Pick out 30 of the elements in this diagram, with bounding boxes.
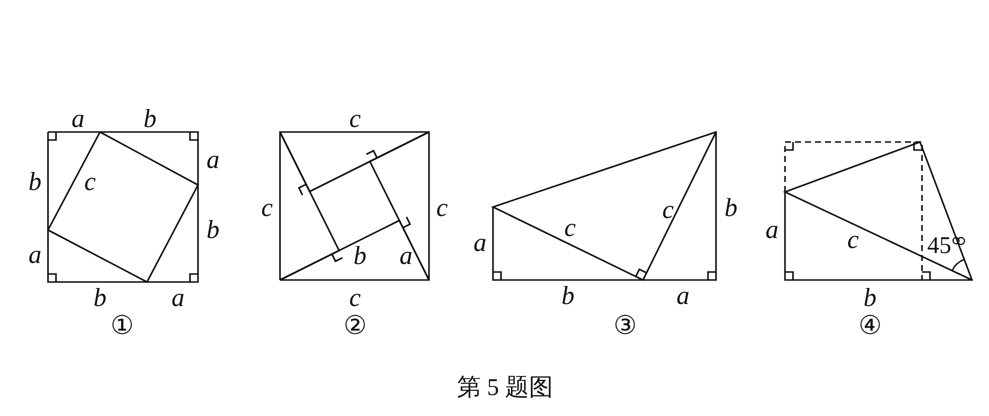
variable-label: c	[84, 169, 96, 195]
figure-number: ③	[614, 313, 636, 339]
figure-number: ②	[344, 313, 366, 339]
variable-label: a	[72, 106, 84, 132]
variable-label: b	[562, 283, 574, 309]
variable-label: c	[261, 195, 273, 221]
variable-label: a	[474, 230, 486, 256]
variable-label: b	[206, 217, 220, 243]
variable-label: b	[864, 285, 876, 311]
variable-label: c	[662, 197, 674, 223]
figure-number: ①	[110, 313, 134, 339]
variable-label: c	[564, 215, 576, 241]
variable-label: c	[436, 195, 448, 221]
figure-number: ④	[858, 313, 882, 339]
variable-label: c	[349, 285, 361, 311]
variable-label: a	[206, 147, 220, 173]
variable-label: c	[847, 227, 859, 253]
variable-label: a	[766, 217, 778, 243]
variable-label: b	[354, 243, 366, 269]
variable-label: b	[28, 169, 42, 195]
variable-label: a	[676, 283, 690, 309]
angle-label: 45°	[927, 234, 961, 258]
variable-label: c	[349, 106, 361, 132]
figure-caption: 第 5 题图	[457, 374, 553, 403]
variable-label: a	[28, 242, 42, 268]
variable-label: a	[400, 243, 412, 269]
variable-label: a	[172, 285, 184, 311]
variable-label: b	[144, 106, 156, 132]
variable-label: b	[94, 285, 106, 311]
variable-label: b	[724, 195, 738, 221]
